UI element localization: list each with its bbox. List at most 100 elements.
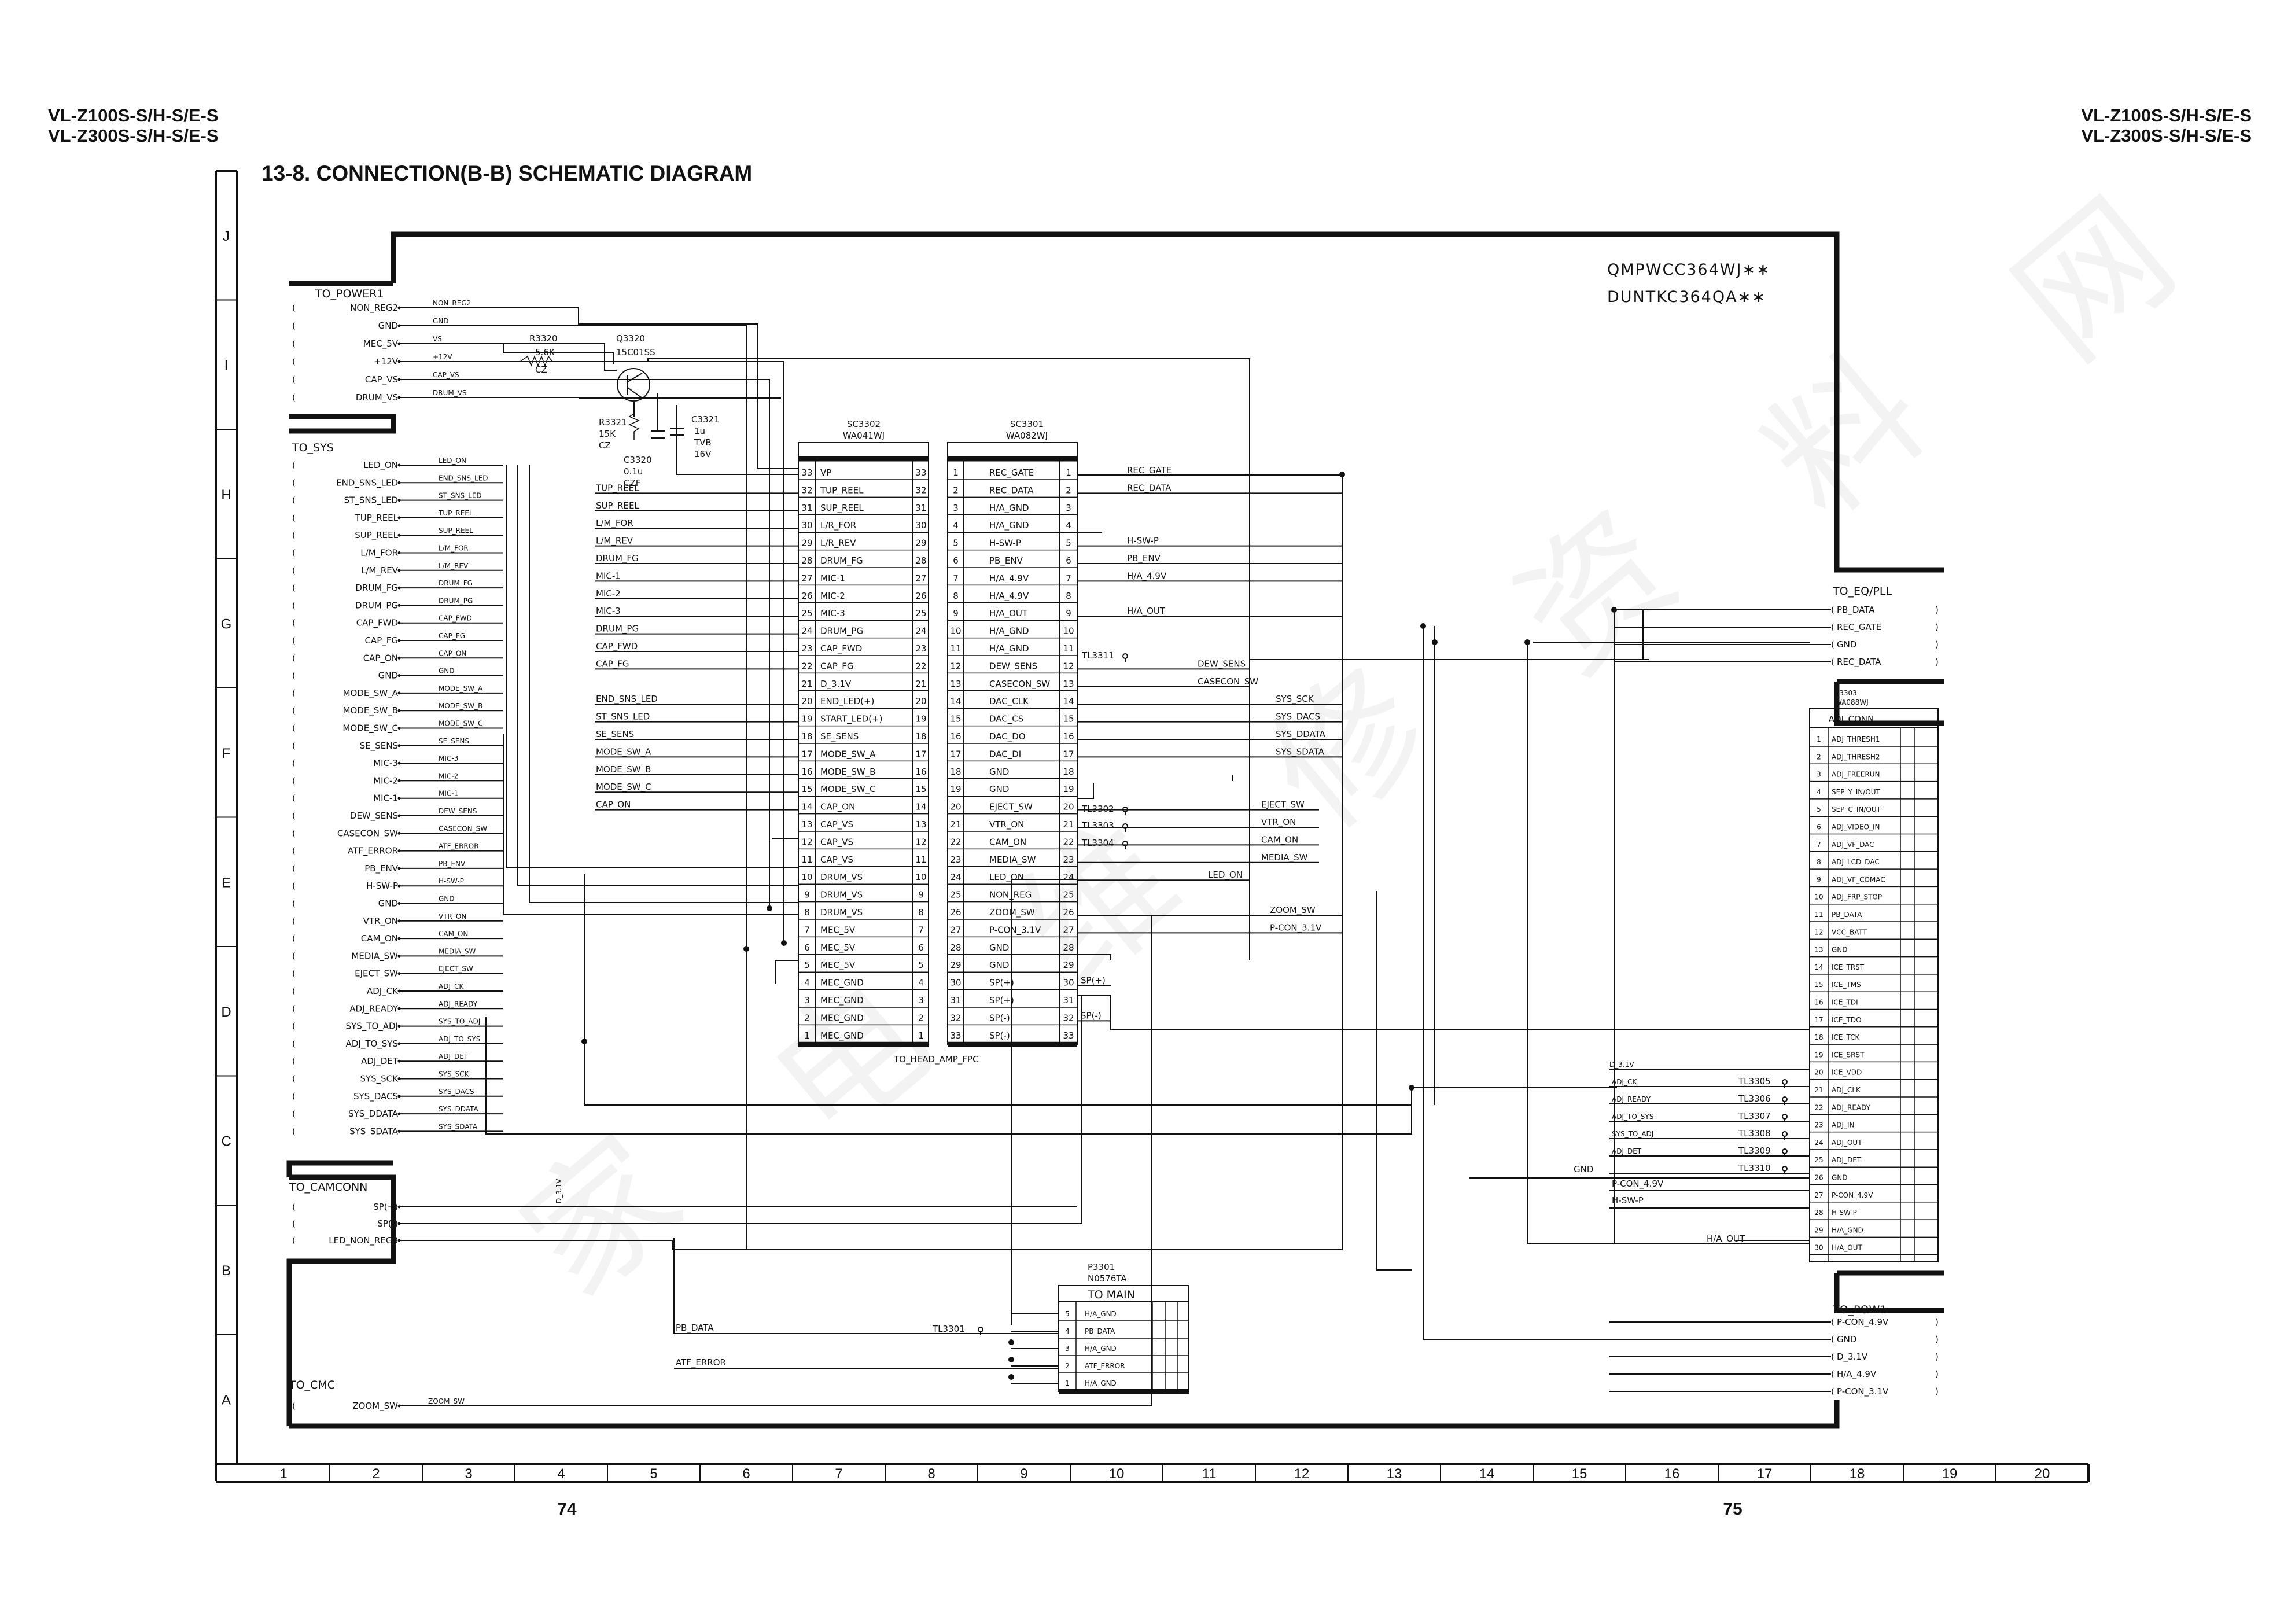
pin-number: 11 [1814,911,1823,919]
pin-number: 16 [1814,999,1823,1007]
connector-pin-label: CAM_ON [361,933,398,944]
pin-name: GND [989,960,1009,970]
pin-name: LED_ON [989,872,1024,883]
pin-number: 11 [915,855,926,865]
pin-name: ICE_TDI [1832,999,1858,1007]
pin-name: MEC_GND [820,995,864,1006]
wire-label: DRUM_FG [439,579,473,587]
pin-number: 28 [950,942,961,953]
connector-pin-label: SYS_DACS [353,1091,398,1102]
connector-pin-label: END_SNS_LED [336,477,398,488]
svg-text:15C01SS: 15C01SS [616,347,655,358]
pin-name: ADJ_OUT [1832,1139,1862,1147]
pin-number: 24 [950,872,961,882]
c3320-capacitor: C3320 0.1u CZF [624,430,665,488]
pin-name: REC_DATA [989,485,1034,496]
connector-pin-label: LED_NON_REG3 [329,1235,398,1246]
wire-label: P-CON_4.9V [1612,1179,1664,1190]
pin-number: 31 [950,995,961,1006]
pin-name: L/R_FOR [820,520,856,531]
pin-number: 18 [1814,1033,1823,1041]
pin-number: 8 [953,591,959,601]
pin-number: 8 [918,907,924,918]
pin-number: 6 [953,555,959,566]
wire-label: D_3.1V [1609,1060,1634,1069]
pin-number: 12 [1814,928,1823,936]
eq-pll-connector: (PB_DATA)(REC_GATE)(GND)(REC_DATA) [1614,605,1939,668]
wire-label: CASECON_SW [439,824,487,833]
pin-number: 31 [1063,995,1074,1006]
pin-number: 30 [1814,1244,1823,1252]
connector-pin-label: DRUM_PG [355,600,398,611]
pin-number: 6 [918,942,924,953]
pin-number: 30 [950,978,961,988]
wire-label: ATF_ERROR [676,1357,726,1368]
wire-label: MODE_SW_B [596,764,651,775]
wire-label: MEDIA_SW [1261,852,1308,863]
pin-name: ICE_SRST [1832,1051,1865,1059]
pin-name: MEC_5V [820,960,856,971]
pin-number: 8 [804,907,810,918]
pin-number: 2 [1065,1362,1070,1370]
pin-number: 6 [1066,555,1071,566]
grid-column-label: 6 [742,1466,750,1482]
pin-number: 13 [1063,679,1074,689]
svg-text:R3321: R3321 [599,417,627,428]
connector-bracket: ( [1831,639,1834,650]
pin-name: ADJ_FREERUN [1832,771,1880,779]
pin-name: GND [1832,1174,1848,1182]
pin-number: 5 [918,960,924,970]
grid-column-label: 5 [650,1466,657,1482]
pin-number: 21 [801,679,812,689]
pin-name: MEDIA_SW [989,855,1036,866]
pin-number: 20 [801,696,812,706]
wire-label: +12V [433,353,452,361]
connector-bracket: ) [1935,1317,1939,1327]
pin-name: H/A_OUT [989,608,1028,619]
wire-label: DRUM_PG [439,596,473,605]
pin-number: 14 [1814,963,1823,971]
pin-number: 9 [918,890,924,900]
wire-label: CAP_FG [596,658,629,669]
testpoint-label: TL3304 [1081,838,1114,848]
connector-pin-label: PB_ENV [364,863,399,874]
pin-number: 26 [950,907,961,918]
pin-name: REC_GATE [989,467,1034,478]
pin-number: 18 [801,731,812,742]
pin-number: 1 [1066,467,1071,478]
connector-bracket: ( [292,1074,296,1084]
pin-number: 17 [801,749,812,759]
pin-name: ADJ_THRESH2 [1832,753,1880,761]
svg-text:C3321: C3321 [691,414,720,425]
connector-bracket: ( [292,1401,296,1411]
pin-number: 21 [915,679,926,689]
connector-pin-label: MIC-2 [373,775,398,786]
connector-pin-label: REC_DATA [1837,657,1881,668]
testpoint-label: TL3308 [1738,1128,1771,1139]
connector-bracket: ( [292,513,296,523]
wire-label: PB_ENV [1127,553,1161,564]
watermark: 家电维修资料网 [492,169,2204,1328]
wire-label: L/M_FOR [596,518,633,529]
wire-label: MIC-3 [596,606,621,616]
pin-number: 30 [801,520,812,531]
connector-bracket: ( [292,811,296,821]
wire-label: ADJ_READY [439,1000,478,1008]
pin-name: ATF_ERROR [1085,1362,1125,1370]
pin-number: 2 [804,1012,810,1023]
pin-number: 1 [804,1030,810,1041]
watermark-glyph: 家 [492,1106,712,1328]
pin-name: H/A_GND [1085,1345,1117,1353]
pin-name: ICE_TMS [1832,981,1861,989]
connector-bracket: ( [1831,622,1834,632]
pin-number: 25 [1814,1156,1823,1164]
pin-number: 29 [915,538,926,548]
testpoint-label: TL3310 [1738,1163,1771,1173]
testpoint-symbol [1122,653,1128,662]
connector-bracket: ( [292,828,296,838]
pow1-connector: (P-CON_4.9V)(GND)(D_3.1V)(H/A_4.9V)(P-CO… [1609,1317,1939,1397]
pin-name: CAP_VS [820,837,853,848]
